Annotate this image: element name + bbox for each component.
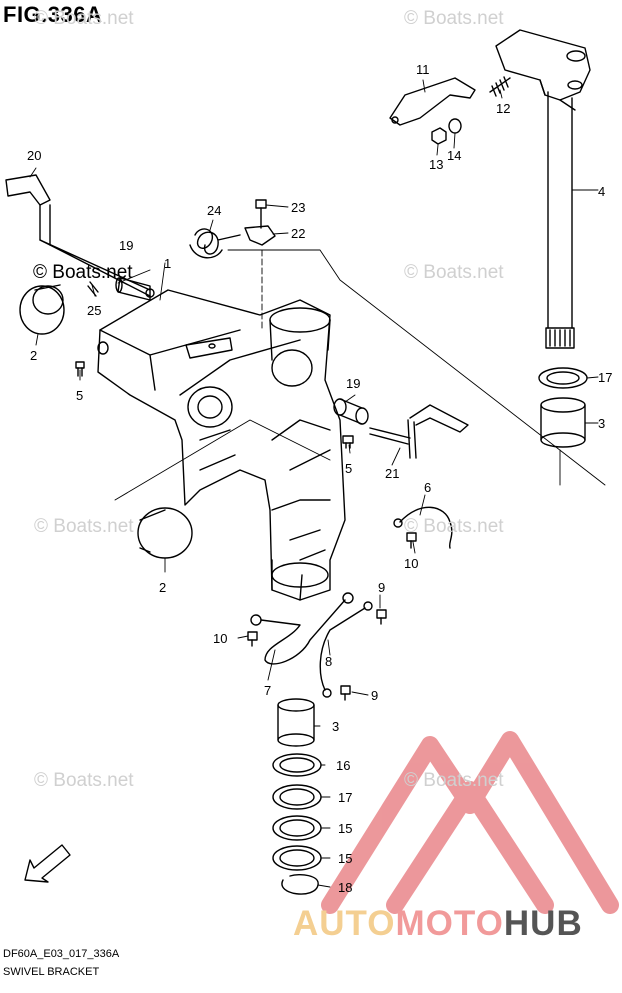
brand-part-hub: HUB (503, 904, 583, 943)
watermark: © Boats.net (404, 770, 504, 791)
callout-13: 13 (429, 157, 443, 172)
callout-7: 7 (264, 683, 271, 698)
bolt-5-mid (342, 435, 354, 449)
callout-2-top: 2 (30, 348, 37, 363)
watermark: © Boats.net (34, 516, 134, 537)
watermark: © Boats.net (33, 262, 133, 283)
cable-6 (393, 506, 453, 549)
washer-15-b (272, 845, 322, 871)
callout-21: 21 (385, 466, 399, 481)
callout-10-right: 10 (404, 556, 418, 571)
cable-7 (250, 592, 354, 665)
callout-6: 6 (424, 480, 431, 495)
callout-25: 25 (87, 303, 101, 318)
callout-19-top: 19 (119, 238, 133, 253)
callout-2-lower: 2 (159, 580, 166, 595)
callout-5-mid: 5 (345, 461, 352, 476)
bolt-9-top (376, 609, 387, 625)
callout-22: 22 (291, 226, 305, 241)
circlip-18 (281, 874, 319, 895)
brand-logo-icon (321, 731, 619, 914)
brand-part-auto: AUTO (293, 904, 396, 943)
callout-3-bottom: 3 (332, 719, 339, 734)
washer-16 (272, 753, 322, 777)
callout-12: 12 (496, 101, 510, 116)
bushing-2-top (19, 284, 65, 335)
callout-15-a: 15 (338, 821, 352, 836)
callout-1: 1 (164, 256, 171, 271)
lever-21 (369, 404, 469, 459)
bolt-12 (489, 76, 511, 97)
watermark: © Boats.net (404, 8, 504, 29)
callout-11: 11 (416, 62, 430, 77)
watermark: © Boats.net (34, 8, 134, 29)
callout-18: 18 (338, 880, 352, 895)
figure-name: SWIVEL BRACKET (3, 966, 100, 978)
callout-9-top: 9 (378, 580, 385, 595)
bushing-3-bottom (277, 698, 315, 747)
callout-8: 8 (325, 654, 332, 669)
brand-part-moto: MOTO (395, 904, 504, 943)
bolt-9-bottom (340, 685, 351, 701)
callout-24: 24 (207, 203, 221, 218)
steering-shaft (495, 29, 591, 349)
callout-16: 16 (336, 758, 350, 773)
washer-15-a (272, 815, 322, 841)
callout-20: 20 (27, 148, 41, 163)
callout-19-mid: 19 (346, 376, 360, 391)
callout-14: 14 (447, 148, 461, 163)
watermark: © Boats.net (404, 262, 504, 283)
bolt-10-left (247, 631, 258, 647)
callout-15-b: 15 (338, 851, 352, 866)
clip-22 (244, 225, 276, 246)
bushing-2-lower (137, 507, 193, 559)
cable-8 (319, 601, 373, 698)
washer-17-top (538, 367, 588, 389)
spring-24 (189, 228, 241, 259)
fwd-arrow-icon (24, 844, 71, 883)
bolt-10-right (406, 532, 417, 549)
swivel-bracket-body (97, 289, 346, 601)
brand-wordmark: AUTOMOTOHUB (293, 904, 583, 944)
pin-19-mid (333, 398, 369, 425)
callout-17-top: 17 (598, 370, 612, 385)
callout-10-left: 10 (213, 631, 227, 646)
watermark: © Boats.net (404, 516, 504, 537)
callout-23: 23 (291, 200, 305, 215)
callout-9-bottom: 9 (371, 688, 378, 703)
bushing-3-top (540, 397, 586, 448)
figure-title: FIG.336A (3, 2, 103, 27)
callout-5-left: 5 (76, 388, 83, 403)
washer-17-bottom (272, 784, 322, 810)
nut-13 (431, 127, 447, 145)
bolt-23 (255, 199, 267, 229)
callout-3-top: 3 (598, 416, 605, 431)
bolt-5-left (75, 361, 85, 377)
callout-4: 4 (598, 184, 605, 199)
callout-17-bottom: 17 (338, 790, 352, 805)
figure-code: DF60A_E03_017_336A (3, 948, 120, 960)
bracket-11 (389, 77, 476, 126)
washer-14 (448, 118, 462, 134)
watermark: © Boats.net (34, 770, 134, 791)
